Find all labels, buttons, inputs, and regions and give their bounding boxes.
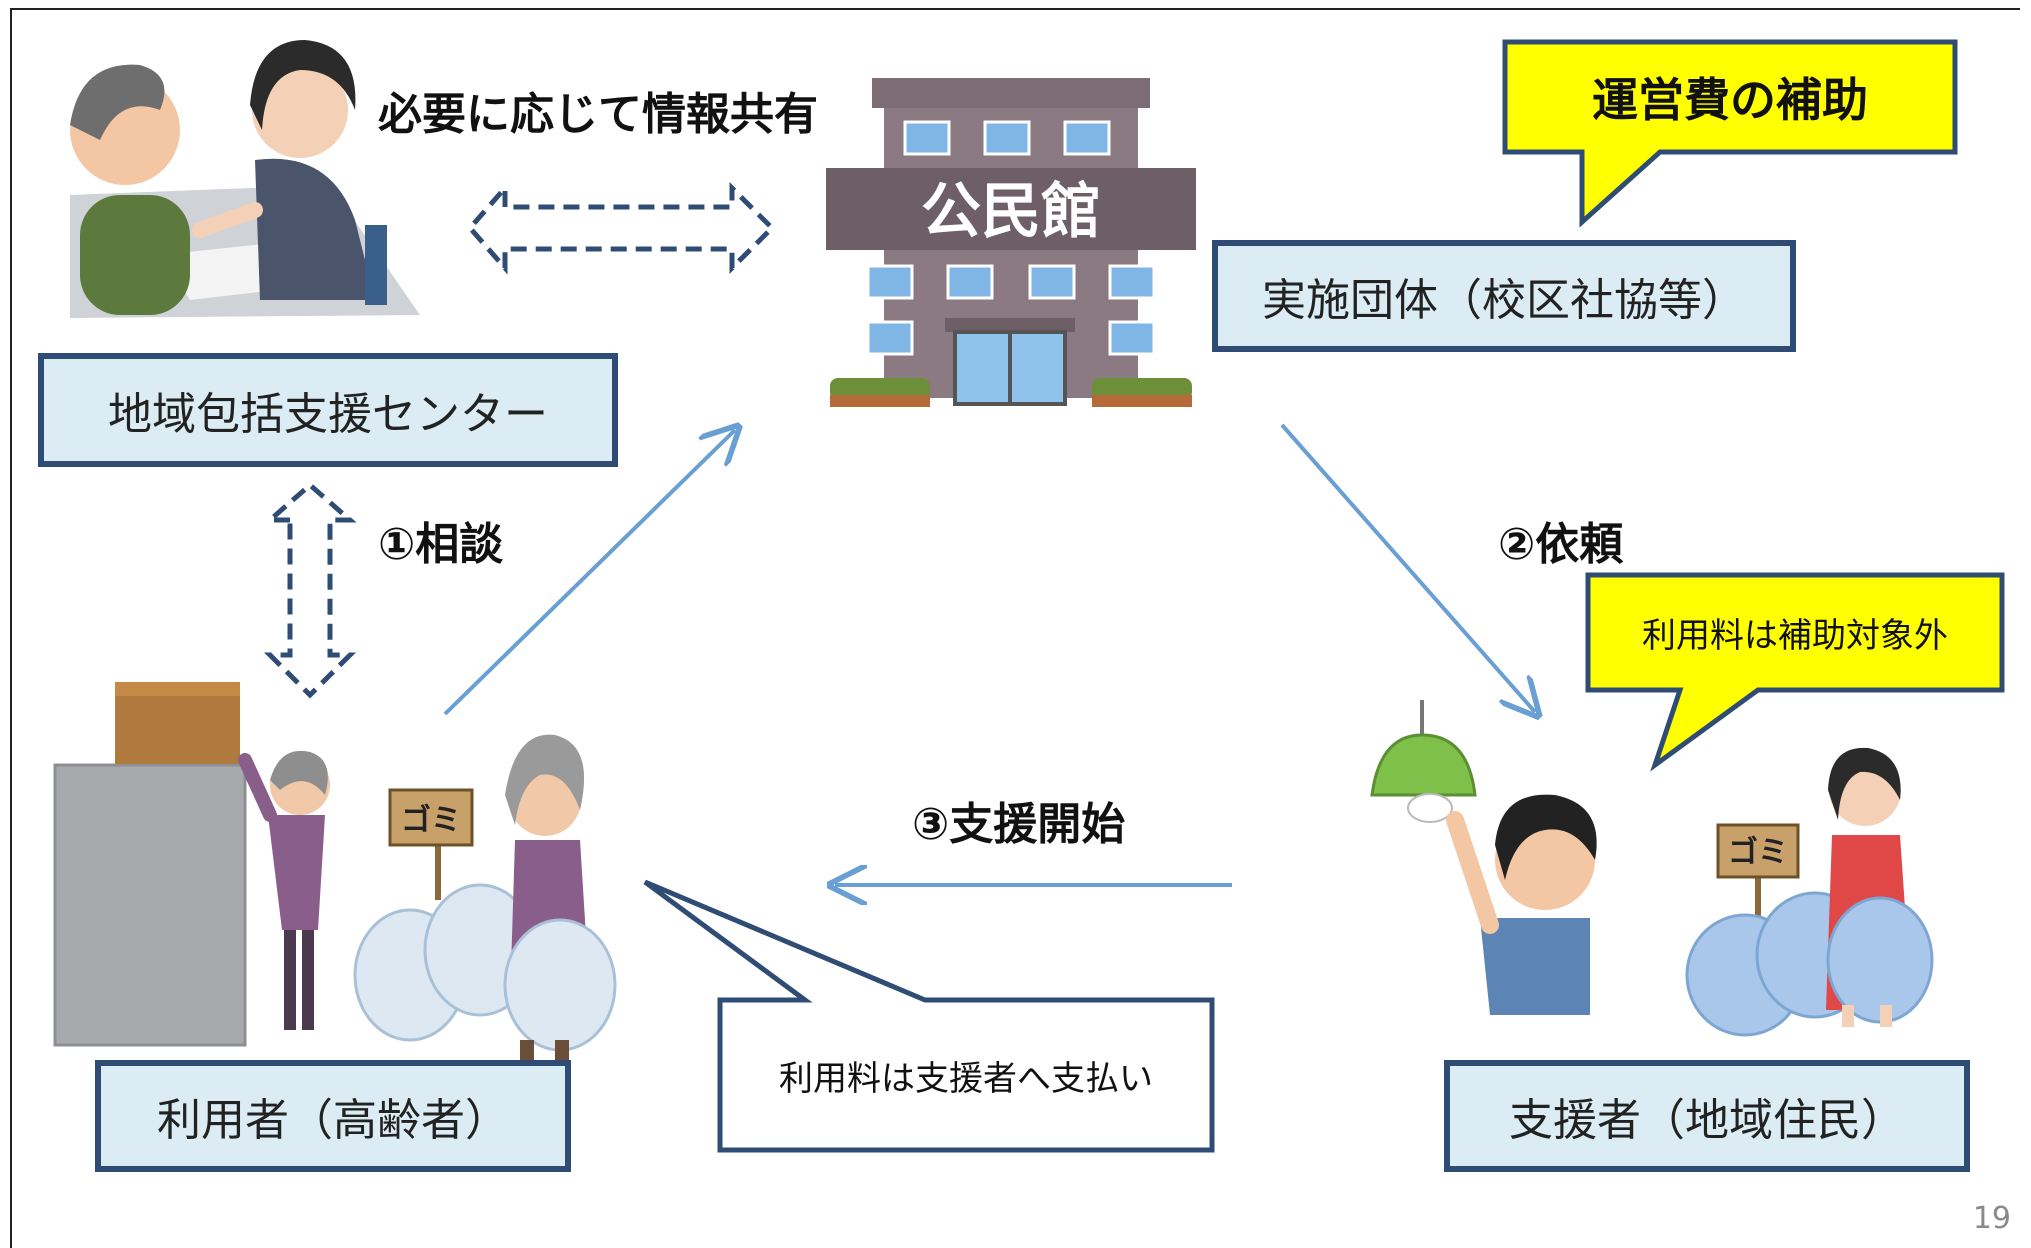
consult-label: ①相談: [378, 519, 504, 570]
kominkan-building: [826, 78, 1196, 407]
arrow-kominkan-to-supporter: [1280, 423, 1535, 712]
fee-excluded-callout-text: 利用料は補助対象外: [1642, 616, 1948, 656]
fee-payment-callout-shape: [643, 879, 1215, 1153]
subsidy-callout-shape: [1502, 39, 1958, 228]
slide-frame: [10, 8, 2020, 1248]
supporter-box: 支援者（地域住民）: [1444, 1060, 1970, 1172]
subsidy-callout-text: 運営費の補助: [1592, 73, 1868, 127]
info-share-double-arrow: [466, 181, 776, 275]
organization-box: 実施団体（校区社協等）: [1212, 240, 1796, 352]
elderly-users-illustration: [53, 682, 617, 1060]
center-box: 地域包括支援センター: [38, 353, 618, 467]
info-share-label: 必要に応じて情報共有: [378, 89, 818, 140]
support-start-label: ③支援開始: [912, 799, 1126, 850]
supporters-illustration: [1370, 700, 1934, 1037]
kominkan-sign-text: 公民館: [921, 177, 1101, 247]
trash-sign-text-right: ゴミ: [1728, 835, 1788, 870]
page-number: 19: [1972, 1201, 2011, 1236]
fee-excluded-callout-shape: [1585, 572, 2005, 772]
user-box: 利用者（高齢者）: [95, 1060, 571, 1172]
trash-sign-text-left: ゴミ: [401, 803, 461, 838]
fee-payment-callout-text: 利用料は支援者へ支払い: [779, 1058, 1153, 1099]
request-label: ②依頼: [1498, 519, 1624, 570]
consultation-illustration: [70, 40, 420, 318]
arrow-user-to-kominkan: [443, 430, 735, 716]
consult-double-arrow: [263, 481, 357, 699]
